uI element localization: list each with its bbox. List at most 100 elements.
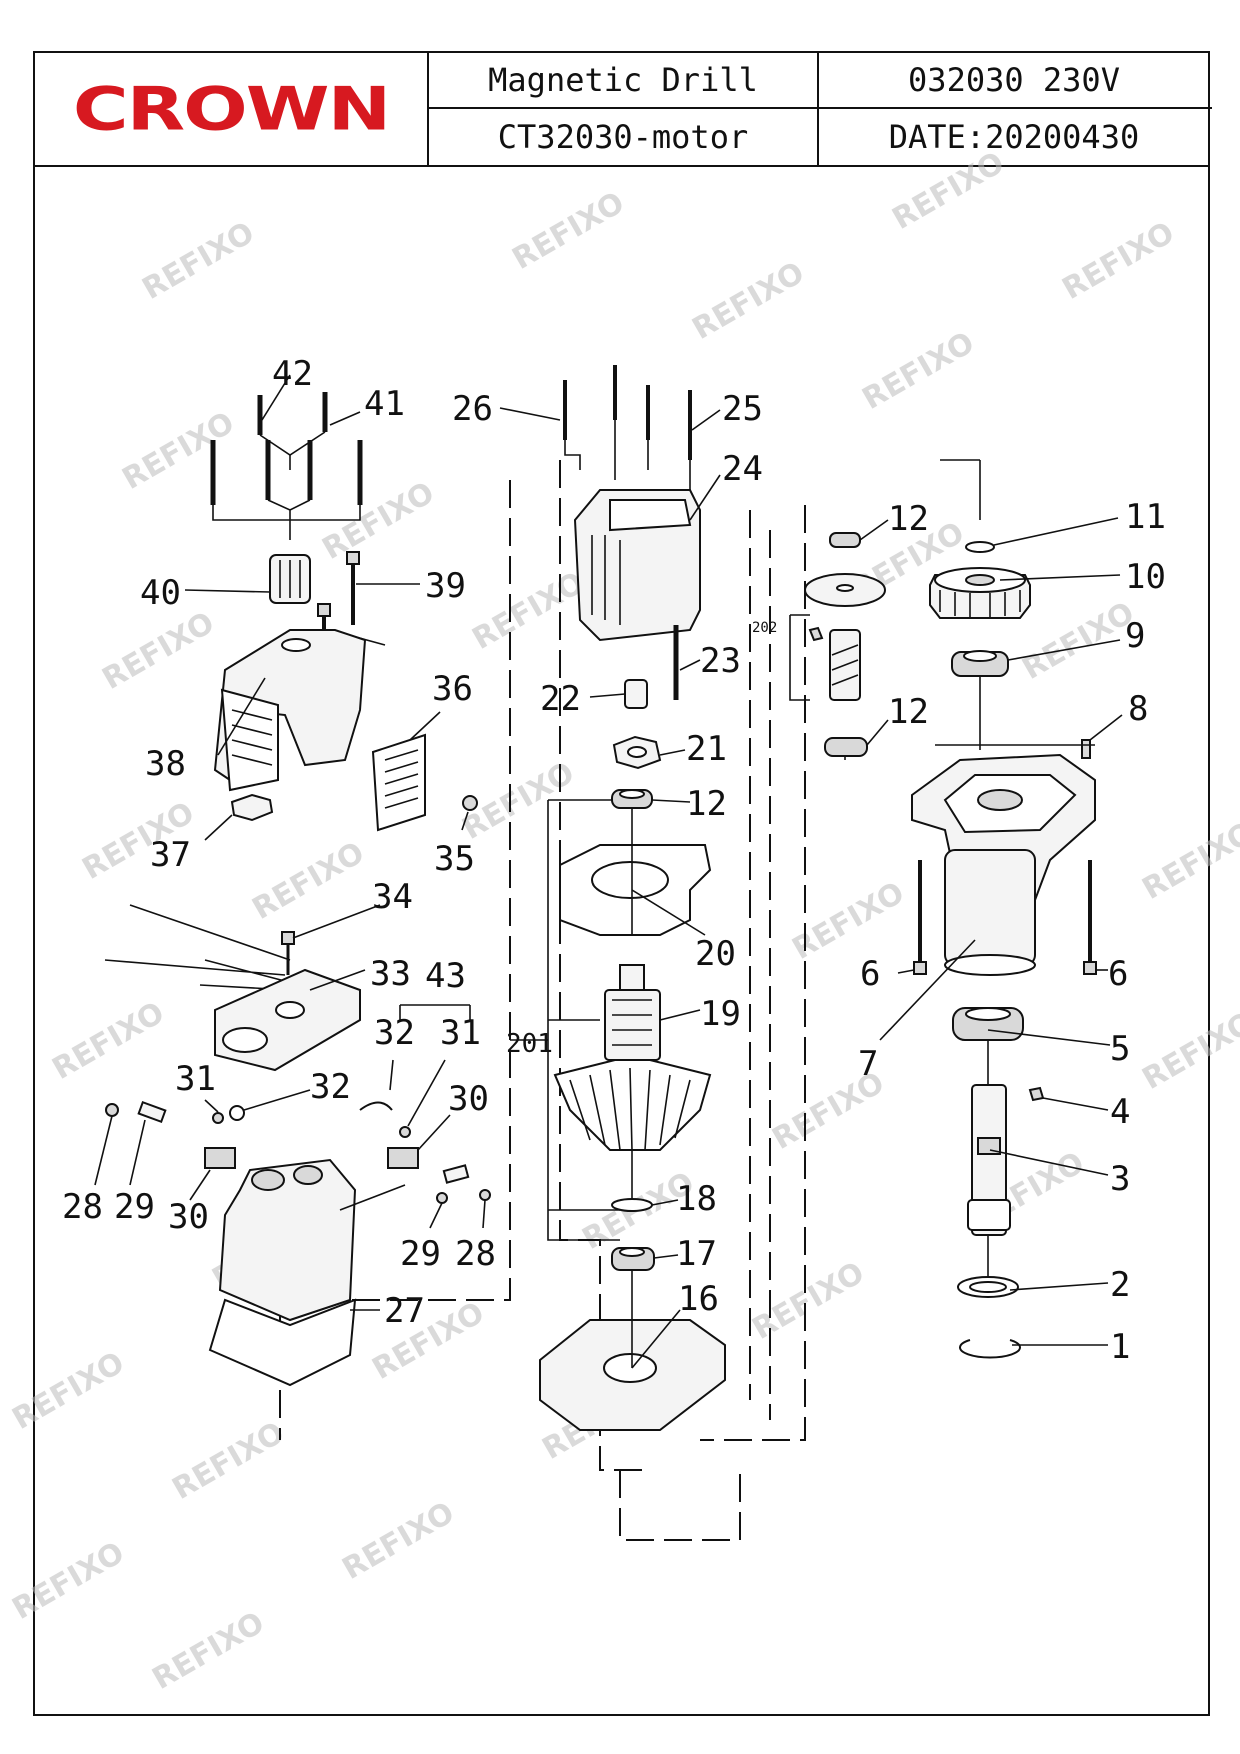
washer-18: 18 <box>611 1179 717 1219</box>
callout-30: 30 <box>448 1079 489 1119</box>
callout-40: 40 <box>140 573 181 613</box>
watermark: REFIXO <box>887 145 1011 237</box>
spring-32 <box>229 1105 245 1121</box>
gear-group-202: 202 12 12 <box>752 499 929 757</box>
leader-line <box>651 1199 679 1206</box>
watermark: REFIXO <box>317 475 441 567</box>
callout-2: 2 <box>1110 1265 1130 1305</box>
housing-boss <box>977 789 1023 811</box>
callout-6: 6 <box>860 954 880 994</box>
callout-17: 17 <box>676 1234 717 1274</box>
gear-teeth <box>939 590 1021 617</box>
watermark: REFIXO <box>467 565 591 657</box>
leader-line <box>999 574 1121 581</box>
leader-line <box>261 374 291 421</box>
leader-line <box>329 411 361 426</box>
leader-line <box>631 889 706 936</box>
leader-line <box>879 939 976 1041</box>
spring-32 <box>359 1101 393 1111</box>
watermark: REFIXO <box>7 1345 131 1437</box>
nut-bore <box>627 746 647 758</box>
armature-group-201: 201 <box>506 799 620 1241</box>
callout-11: 11 <box>1125 497 1166 537</box>
terminal-29 <box>442 1164 470 1184</box>
baffle-hole <box>591 861 669 899</box>
gear-bore <box>836 584 854 592</box>
stator-core <box>573 489 701 642</box>
terminal-29 <box>137 1100 167 1124</box>
pin <box>1081 739 1091 759</box>
screw-35 <box>462 795 478 811</box>
rear-housing-38: 38 <box>145 629 367 792</box>
stator-leads-25-26: 26 25 <box>452 365 763 490</box>
callout-7: 7 <box>858 1044 878 1084</box>
filter-cover-36: 36 35 <box>371 669 478 879</box>
leader-line <box>866 719 889 746</box>
callout-34: 34 <box>372 877 413 917</box>
leader-line <box>653 1254 679 1259</box>
screw-head <box>317 603 331 617</box>
leader-line <box>689 474 721 521</box>
spindle-keyway <box>977 1137 1001 1155</box>
leader-line <box>1009 1282 1109 1291</box>
leader-line <box>409 711 441 741</box>
gear-hub <box>965 574 995 586</box>
filter-slot <box>384 749 419 809</box>
leader-line <box>499 407 561 421</box>
retaining-ring-1: 1 <box>959 1327 1130 1367</box>
key-4: 4 <box>1028 1086 1130 1132</box>
leader-line <box>292 904 381 939</box>
title-block: CROWN Magnetic Drill 032030 230V CT32030… <box>35 53 1212 167</box>
callout-28: 28 <box>455 1234 496 1274</box>
title-divider <box>427 53 429 165</box>
bearing-bore <box>963 650 997 662</box>
callout-22: 22 <box>540 679 581 719</box>
watermark: REFIXO <box>47 995 171 1087</box>
leader-line <box>204 814 233 841</box>
brand-logo-text: CROWN <box>72 73 391 144</box>
brush-cap-40: 40 <box>140 554 311 613</box>
watermark: REFIXO <box>247 835 371 927</box>
stator-bore <box>609 499 692 532</box>
callout-21: 21 <box>686 729 727 769</box>
leader-line <box>129 1119 146 1186</box>
watermark: REFIXO <box>1137 1005 1240 1097</box>
group-bracket <box>399 1004 471 1020</box>
housing-neck-end <box>944 954 1036 976</box>
model-name: CT32030-motor <box>497 118 749 156</box>
stator-24: 24 <box>573 449 763 642</box>
leader-line <box>461 811 469 831</box>
watermark: REFIXO <box>167 1415 291 1507</box>
leader-line <box>589 693 626 698</box>
callout-31: 31 <box>175 1059 216 1099</box>
callout-27: 27 <box>384 1291 425 1331</box>
drawing-date: DATE:20200430 <box>888 118 1140 156</box>
lead-wire <box>104 904 301 991</box>
leader-line <box>189 1169 211 1201</box>
pin-8: 8 <box>1081 689 1148 759</box>
screw-23: 23 <box>673 625 741 700</box>
fan <box>553 1059 712 1151</box>
leader-line <box>897 969 915 974</box>
callout-29: 29 <box>400 1234 441 1274</box>
screw-39: 39 <box>317 551 466 660</box>
key <box>808 626 824 642</box>
brush-holder-set-left: 28 29 30 31 32 <box>62 1059 351 1237</box>
callout-18: 18 <box>676 1179 717 1219</box>
bracket-hole <box>275 1001 305 1019</box>
leader-line <box>429 1202 443 1229</box>
key <box>1028 1086 1045 1102</box>
callout-9: 9 <box>1125 616 1145 656</box>
product-name: Magnetic Drill <box>488 61 758 99</box>
baffle-20: 20 <box>559 808 736 974</box>
leader-line <box>339 1184 406 1211</box>
watermark: REFIXO <box>7 1535 131 1627</box>
leader-line <box>1042 1097 1109 1111</box>
leader-line <box>389 1059 394 1091</box>
drawing-sheet: CROWN Magnetic Drill 032030 230V CT32030… <box>33 51 1212 1716</box>
callout-20: 20 <box>695 934 736 974</box>
screw-head <box>913 961 927 975</box>
callout-31: 31 <box>440 1013 481 1053</box>
brush-holder-30 <box>387 1147 419 1169</box>
callout-38: 38 <box>145 744 186 784</box>
